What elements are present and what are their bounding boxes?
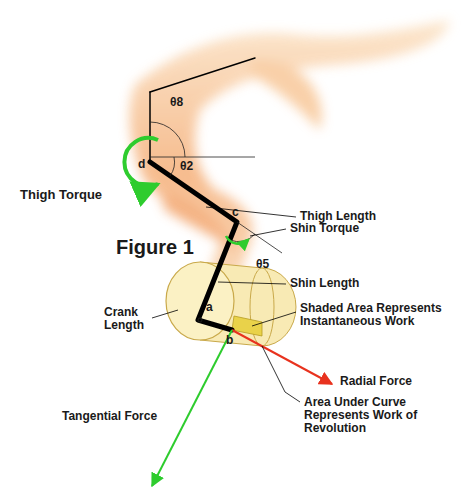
leg-links <box>150 58 255 330</box>
force-label: Tangential Force <box>62 410 157 423</box>
force-label: Radial Force <box>340 375 412 388</box>
note-label: Area Under Curve Represents Work of Revo… <box>304 396 464 436</box>
joint-label: b <box>226 334 233 347</box>
angle-label: θ8 <box>170 96 183 109</box>
radial-force-arrow <box>232 330 332 384</box>
joint-label: c <box>232 206 239 219</box>
note-label: Shaded Area Represents Instantaneous Wor… <box>300 302 462 328</box>
part-label: Shin Length <box>290 277 359 290</box>
joint-label: a <box>206 301 213 314</box>
figure-number: Figure 1 <box>116 236 194 258</box>
angle-references <box>150 122 282 322</box>
thigh-torque-arrow <box>124 138 158 186</box>
shin-torque-arrow <box>226 236 248 244</box>
joint-label: d <box>138 158 145 171</box>
tangential-force-arrow <box>152 330 232 486</box>
part-label: Thigh Torque <box>20 188 102 202</box>
part-label: Shin Torque <box>290 222 359 235</box>
angle-label: θ5 <box>256 258 269 271</box>
part-label: Crank Length <box>104 306 154 332</box>
angle-label: θ2 <box>180 160 193 173</box>
